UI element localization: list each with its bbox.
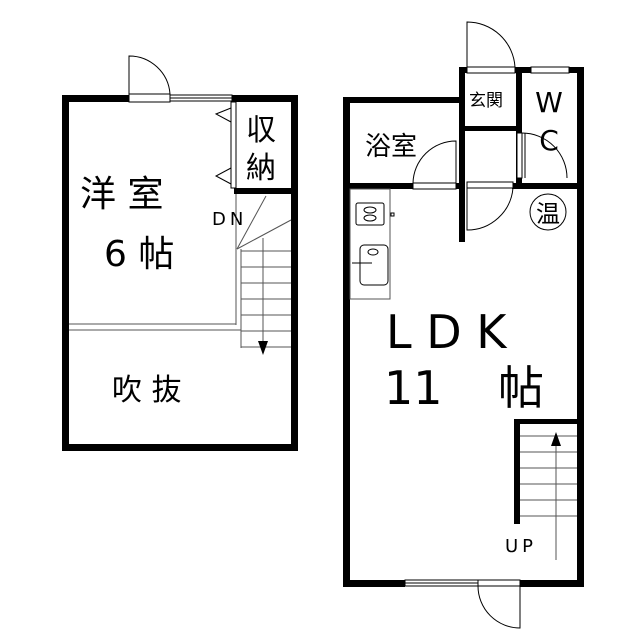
bathroom-label: 浴室 [365, 132, 417, 162]
upper-walls [62, 95, 298, 451]
ldk-door [477, 579, 521, 629]
upper-door [128, 55, 171, 103]
stair-down-label: DN [212, 209, 247, 230]
sink-icon [352, 244, 389, 286]
stove-icon [355, 202, 395, 226]
stairs-up [514, 419, 578, 560]
ldk-size-number: 11 [384, 361, 443, 415]
western-room-size: 6 帖 [104, 234, 174, 275]
closet-doors [214, 101, 237, 189]
stairs-down [236, 195, 292, 355]
room-divider [69, 194, 241, 331]
western-room-label: 洋 室 [80, 174, 163, 215]
ldk-label: L D K [386, 305, 508, 359]
storage-label-1: 収 [246, 113, 276, 148]
wc-label-c: C [539, 124, 559, 157]
stair-up-label: UP [505, 536, 537, 557]
upper-floor: 洋 室 6 帖 収 納 DN 吹 抜 [62, 55, 298, 451]
entrance-door [466, 21, 516, 74]
hall-door [466, 181, 514, 231]
wc-door [516, 132, 568, 179]
kitchen-counter [349, 188, 395, 300]
ldk-size-unit: 帖 [498, 361, 544, 415]
entrance-label: 玄関 [469, 91, 503, 111]
ldk-window [404, 579, 479, 587]
arrow-down-icon [258, 341, 268, 355]
water-heater-label: 温 [536, 200, 560, 228]
void-label: 吹 抜 [112, 373, 182, 408]
upper-window [169, 94, 233, 102]
wc-label-w: W [535, 86, 563, 119]
wc-window [530, 66, 570, 74]
bathroom-door [412, 140, 457, 190]
storage-label-2: 納 [246, 151, 276, 186]
arrow-up-icon [551, 432, 561, 446]
water-heater: 温 [529, 193, 567, 231]
lower-floor: 温 浴室 玄関 W C L D K 11 帖 UP [343, 21, 584, 629]
lower-walls [343, 67, 584, 587]
